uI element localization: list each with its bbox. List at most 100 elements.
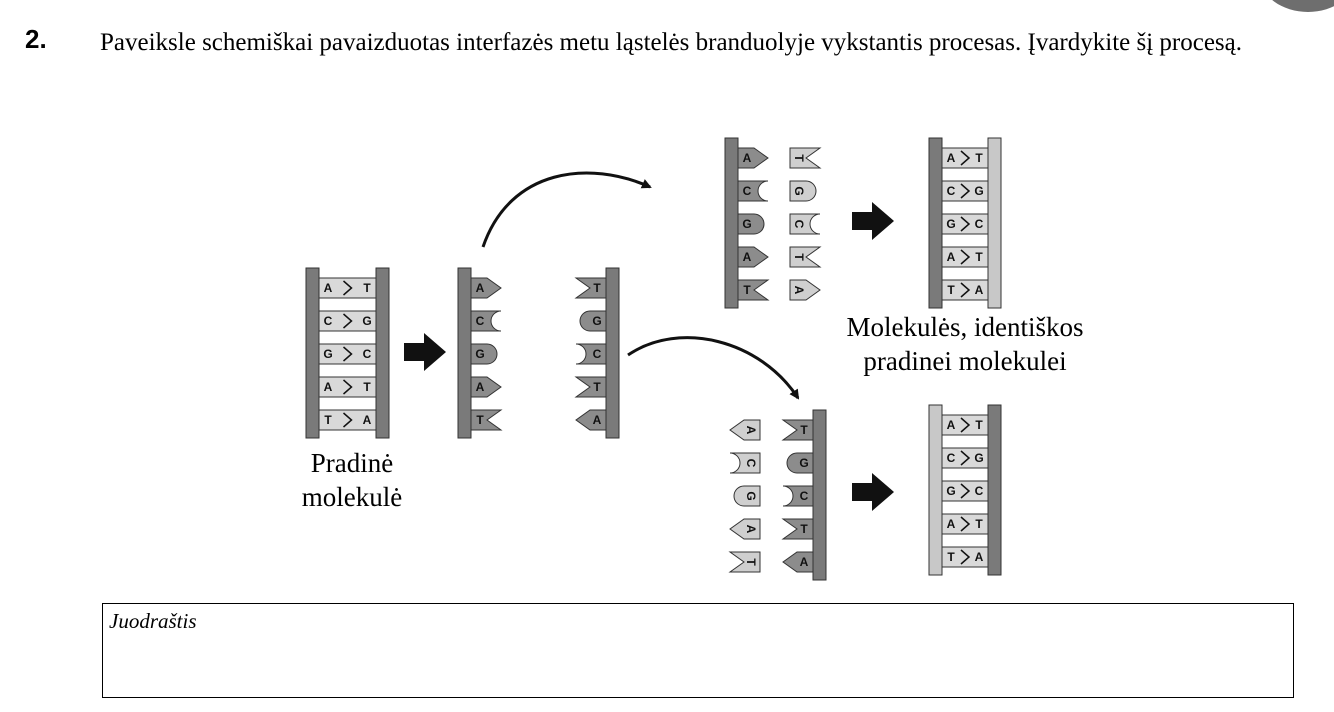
result-top-pair-3-bond <box>960 249 971 265</box>
label-identical-molecules: Molekulės, identiškos pradinei molekulei <box>805 310 1125 378</box>
bottom-template-base-2 <box>782 485 814 507</box>
original-left-strand <box>305 267 320 439</box>
result-bottom-pair-1-left-letter: C <box>947 451 956 465</box>
top-free-4-letter: A <box>792 286 806 295</box>
result-top-pair-1 <box>941 180 989 202</box>
result-bottom-pair-3-right-letter: T <box>975 517 983 531</box>
original-pair-3 <box>318 376 377 398</box>
result-top-pair-4-right-letter: A <box>975 283 984 297</box>
separated-left-base-0-letter: A <box>476 281 485 295</box>
bottom-free-4-letter: T <box>744 558 758 566</box>
result-top-pair-0-right-letter: T <box>975 151 983 165</box>
separated-right-strand <box>605 267 620 439</box>
original-pair-3-bond <box>343 379 353 395</box>
separated-left-base-2 <box>470 343 498 365</box>
draft-title: Juodraštis <box>109 609 197 633</box>
bottom-template-base-3-letter: T <box>800 522 808 536</box>
result-bottom-pair-0-right-letter: T <box>975 418 983 432</box>
result-top-left-strand <box>928 137 943 309</box>
label-original-line-1: Pradinė <box>310 448 394 478</box>
separated-left-base-2-letter: G <box>475 347 484 361</box>
result-bottom-pair-1-right-letter: G <box>974 451 983 465</box>
label-original-line-2: molekulė <box>301 482 403 512</box>
result-top-pair-2-left-letter: G <box>946 217 955 231</box>
result-top-pair-3-left-letter: A <box>947 250 956 264</box>
original-pair-4-right-letter: A <box>363 413 372 427</box>
bottom-free-4 <box>728 551 761 573</box>
original-pair-1 <box>318 310 377 332</box>
block-arrow-1 <box>404 333 446 371</box>
result-bottom-pair-2-bond <box>960 483 971 499</box>
original-pair-3-right-letter: T <box>363 380 371 394</box>
original-pair-1-bond <box>343 313 353 329</box>
top-free-2 <box>789 213 821 235</box>
top-template-base-2-letter: G <box>742 217 751 231</box>
top-template-base-4 <box>737 279 770 301</box>
separated-right-base-0-letter: T <box>593 281 601 295</box>
result-bottom-pair-0-left-letter: A <box>947 418 956 432</box>
original-pair-3-left-letter: A <box>324 380 333 394</box>
separated-left-base-3 <box>470 376 502 398</box>
result-top-pair-1-right-letter: G <box>974 184 983 198</box>
top-template-strand <box>724 137 739 309</box>
separated-left-base-0 <box>470 277 502 299</box>
original-pair-0-bond <box>343 280 353 296</box>
split-arrow-bottom <box>627 336 800 400</box>
bottom-template-base-1-letter: G <box>799 456 808 470</box>
block-arrow-2 <box>852 202 894 240</box>
original-pair-0-right-letter: T <box>363 281 371 295</box>
separated-left-base-4-letter: T <box>476 413 484 427</box>
original-pair-2-right-letter: C <box>363 347 372 361</box>
top-template-base-3-letter: A <box>743 250 752 264</box>
result-top-pair-4 <box>941 279 989 301</box>
original-pair-4-left-letter: T <box>324 413 332 427</box>
top-free-3-letter: T <box>792 253 806 261</box>
bottom-template-base-3 <box>781 518 814 540</box>
top-template-base-4-letter: T <box>743 283 751 297</box>
separated-right-base-1 <box>579 310 607 332</box>
result-top-pair-2-right-letter: C <box>975 217 984 231</box>
bottom-free-0-letter: A <box>744 426 758 435</box>
top-template-base-1 <box>737 180 769 202</box>
separated-left-base-1-letter: C <box>476 314 485 328</box>
top-template-base-0 <box>737 147 769 169</box>
bottom-free-3 <box>729 518 761 540</box>
top-free-0 <box>789 147 822 169</box>
label-original-molecule: Pradinė molekulė <box>262 446 442 514</box>
draft-box[interactable]: Juodraštis <box>102 603 1294 698</box>
top-template-base-0-letter: A <box>743 151 752 165</box>
separated-right-base-1-letter: G <box>592 314 601 328</box>
result-bottom-pair-1 <box>941 447 989 469</box>
separated-right-base-2 <box>575 343 607 365</box>
result-top-right-strand <box>987 137 1002 309</box>
bottom-template-base-4 <box>782 551 814 573</box>
original-pair-2-left-letter: G <box>323 347 332 361</box>
result-top-pair-1-left-letter: C <box>947 184 956 198</box>
bottom-template-strand <box>812 409 827 581</box>
result-bottom-pair-0 <box>941 414 989 436</box>
original-pair-0 <box>318 277 377 299</box>
result-bottom-pair-3-bond <box>960 516 971 532</box>
separated-left-base-3-letter: A <box>476 380 485 394</box>
original-pair-2-bond <box>343 346 353 362</box>
result-bottom-pair-3-left-letter: A <box>947 517 956 531</box>
result-bottom-pair-2 <box>941 480 989 502</box>
label-identical-line-1: Molekulės, identiškos <box>846 312 1084 342</box>
original-right-strand <box>375 267 390 439</box>
bottom-template-base-2-letter: C <box>800 489 809 503</box>
top-template-base-1-letter: C <box>743 184 752 198</box>
result-top-pair-0-bond <box>960 150 971 166</box>
result-bottom-pair-4-bond <box>960 549 971 565</box>
original-pair-0-left-letter: A <box>324 281 333 295</box>
result-bottom-pair-4 <box>941 546 989 568</box>
separated-right-base-4-letter: A <box>593 413 602 427</box>
original-pair-1-left-letter: C <box>324 314 333 328</box>
bottom-template-base-0 <box>781 419 814 441</box>
top-free-1-letter: G <box>792 186 806 195</box>
label-identical-line-2: pradinei molekulei <box>863 346 1067 376</box>
original-pair-2 <box>318 343 377 365</box>
original-pair-4 <box>318 409 377 431</box>
result-bottom-left-strand <box>928 404 943 576</box>
question-number: 2. <box>25 24 47 54</box>
